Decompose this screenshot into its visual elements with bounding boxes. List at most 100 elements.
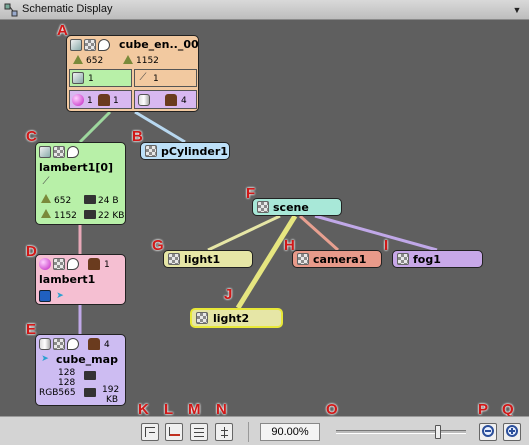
callout-q: Q	[502, 401, 514, 418]
zoom-out-button[interactable]	[479, 423, 497, 441]
link-scene-camera1	[298, 214, 340, 252]
node-title: scene	[273, 201, 309, 214]
weight-count: 4	[104, 340, 110, 350]
node-title: light2	[213, 312, 250, 325]
memory-icon	[84, 388, 96, 397]
memory-b: 22 KB	[98, 211, 125, 221]
vertex-icon	[73, 55, 83, 64]
node-light2[interactable]: light2	[190, 308, 283, 328]
callout-o: O	[326, 401, 338, 418]
memory-icon	[84, 371, 96, 380]
bone-count: 1	[153, 74, 159, 84]
callout-k: K	[138, 401, 149, 418]
app-icon	[4, 3, 18, 17]
callout-f: F	[246, 185, 256, 202]
callout-m: M	[188, 401, 201, 418]
node-title: cube_en.._00	[119, 38, 199, 51]
collapse-button[interactable]	[190, 423, 208, 441]
node-scene[interactable]: scene	[252, 198, 342, 216]
window-title: Schematic Display	[22, 3, 113, 15]
callout-h: H	[284, 237, 295, 254]
texture-icon	[84, 39, 96, 51]
zoom-slider-thumb[interactable]	[435, 425, 442, 439]
node-title: pCylinder1	[161, 145, 228, 158]
cube-icon	[39, 146, 51, 158]
node-title: light1	[184, 253, 221, 266]
memory-icon	[84, 195, 96, 204]
layout-tree-button[interactable]	[141, 423, 159, 441]
material-icon	[39, 290, 51, 302]
zoom-slider[interactable]	[336, 425, 466, 439]
node-title: lambert1[0]	[39, 161, 114, 174]
geometry-slot[interactable]: 1	[69, 69, 132, 87]
texture-icon	[145, 145, 157, 157]
connection-lines	[78, 110, 438, 334]
node-cube[interactable]: cube_en.._00 652 1152 1 ⟋ 1 1 1 4	[66, 35, 199, 112]
highlight-button[interactable]	[165, 423, 183, 441]
texture-icon	[397, 253, 409, 265]
comment-icon	[67, 338, 79, 350]
node-title: cube_map	[56, 353, 118, 366]
toolbar-divider	[248, 422, 249, 442]
skeleton-slot[interactable]: ⟋ 1	[134, 69, 197, 87]
cube-icon	[70, 39, 82, 51]
bottom-toolbar: 90.00%	[0, 416, 529, 445]
weight-icon	[88, 258, 100, 270]
node-cubemap[interactable]: 4 ➤ cube_map 128 128 RGB565 192 KB	[35, 334, 126, 406]
zoom-in-button[interactable]	[503, 423, 521, 441]
node-lambert[interactable]: 1 lambert1 ➤	[35, 254, 126, 305]
texture-icon	[53, 146, 65, 158]
shader-slot[interactable]: 4	[134, 90, 197, 109]
title-bar: Schematic Display ▼	[0, 0, 529, 20]
weight-count: 1	[113, 96, 119, 106]
node-pcylinder[interactable]: pCylinder1	[140, 142, 230, 160]
texture-icon	[168, 253, 180, 265]
bone-icon: ⟋	[139, 72, 147, 83]
callout-e: E	[26, 321, 37, 338]
node-fog1[interactable]: fog1	[392, 250, 483, 268]
memory-icon	[84, 210, 96, 219]
material-slot[interactable]: 1 1	[69, 90, 132, 109]
sphere-count: 1	[87, 96, 93, 106]
node-title: fog1	[413, 253, 441, 266]
callout-n: N	[216, 401, 227, 418]
height-value: 128	[58, 378, 76, 388]
link-icon: ➤	[41, 354, 49, 364]
face-icon	[123, 55, 133, 64]
zoom-value-field[interactable]: 90.00%	[260, 423, 320, 441]
link-cube-pcylinder	[134, 110, 186, 144]
texture-icon	[196, 312, 208, 324]
chevron-down-icon[interactable]: ▼	[512, 5, 522, 15]
link-scene-light2	[235, 214, 298, 310]
link-scene-fog1	[314, 214, 438, 252]
weight-count: 4	[181, 96, 187, 106]
link-scene-light1	[207, 214, 281, 252]
weight-icon	[165, 94, 177, 106]
format-value: RGB565	[39, 388, 76, 398]
comment-icon	[67, 258, 79, 270]
callout-c: C	[26, 128, 37, 145]
node-title: lambert1	[39, 273, 96, 286]
weight-icon	[98, 94, 110, 106]
weight-count: 1	[104, 260, 110, 270]
bone-icon: ⟋	[42, 176, 50, 187]
callout-d: D	[26, 243, 37, 260]
expand-button[interactable]	[215, 423, 233, 441]
callout-j: J	[224, 286, 233, 303]
size-value: 192	[102, 385, 120, 395]
texture-icon	[297, 253, 309, 265]
callout-p: P	[478, 401, 489, 418]
node-title: camera1	[313, 253, 367, 266]
node-light1[interactable]: light1	[163, 250, 253, 268]
size-unit: KB	[106, 395, 119, 405]
callout-i: I	[384, 237, 389, 254]
link-cube-lambert	[78, 110, 112, 144]
mesh-icon	[72, 72, 84, 84]
face-count: 1152	[136, 56, 159, 66]
node-lambert-array[interactable]: lambert1[0] ⟋ 652 1152 24 B 22 KB	[35, 142, 126, 225]
callout-a: A	[57, 22, 68, 39]
node-camera1[interactable]: camera1	[292, 250, 382, 268]
callout-b: B	[132, 128, 143, 145]
callout-l: L	[164, 401, 174, 418]
sphere-icon	[39, 258, 51, 270]
